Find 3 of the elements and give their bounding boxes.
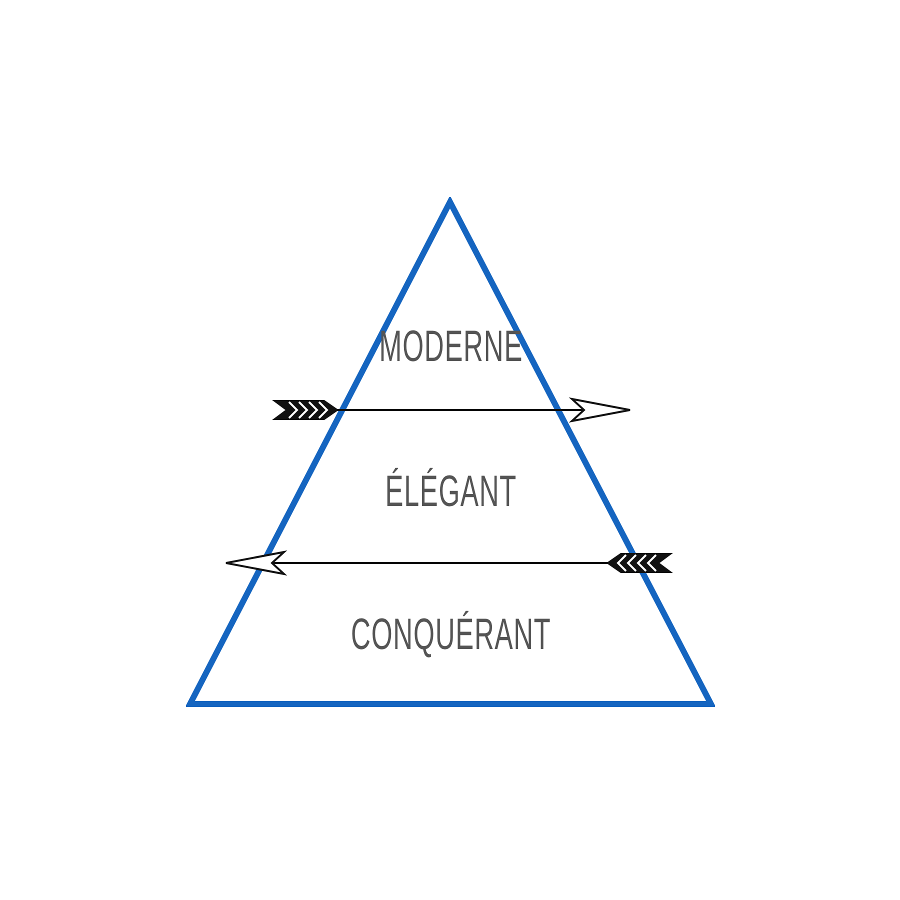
tier-label: MODERNE bbox=[378, 322, 522, 372]
tier-label: ÉLÉGANT bbox=[384, 467, 516, 517]
tier-label: CONQUÉRANT bbox=[350, 610, 551, 660]
